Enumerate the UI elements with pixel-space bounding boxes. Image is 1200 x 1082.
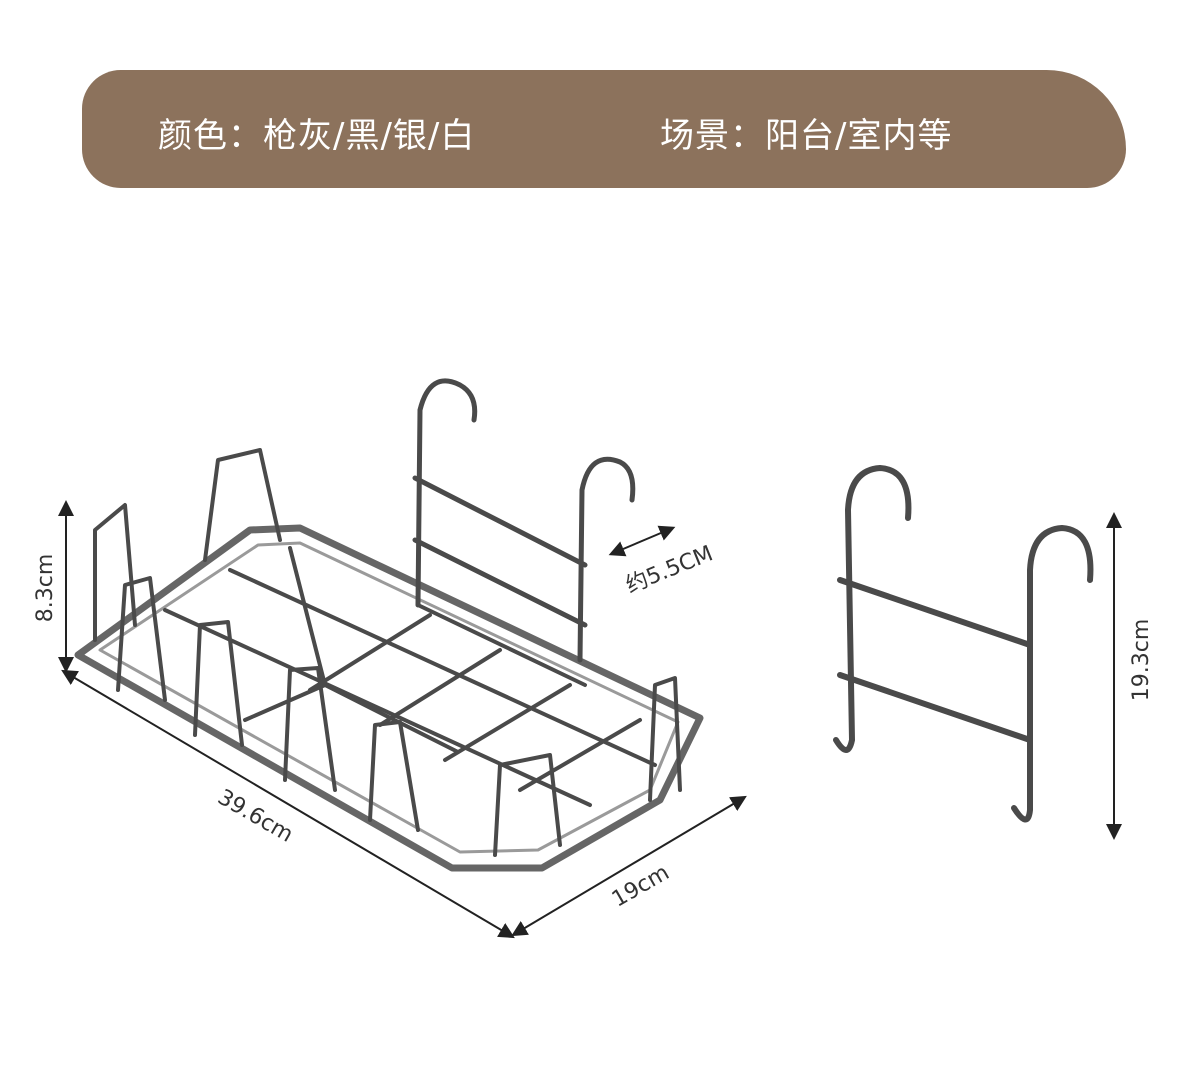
- color-options-text: 颜色：枪灰/黑/银/白: [158, 116, 476, 156]
- height-label: 8.3cm: [33, 554, 58, 623]
- length-label: 39.6cm: [213, 785, 297, 848]
- length-dimension-arrow: [61, 669, 515, 939]
- hook-gap-dimension-arrow: [608, 525, 676, 557]
- hook-gap-label: 约5.5CM: [623, 541, 717, 598]
- width-dimension-arrow: [511, 795, 747, 937]
- hook-bracket-illustration: [833, 465, 1094, 823]
- rack-basket-illustration: [74, 378, 704, 872]
- width-label: 19cm: [608, 860, 674, 912]
- info-banner: [82, 70, 1126, 188]
- hook-height-label: 19.3cm: [1129, 619, 1154, 702]
- usage-scene-text: 场景：阳台/室内等: [660, 116, 953, 156]
